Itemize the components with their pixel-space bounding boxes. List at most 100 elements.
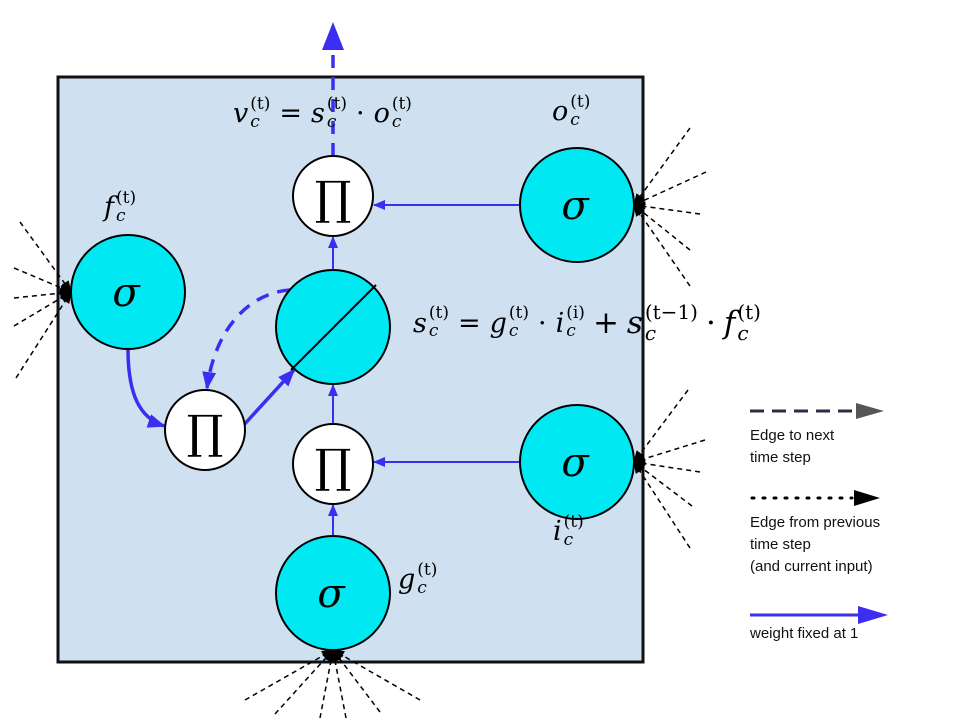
- math-term: s (t) c: [311, 94, 347, 132]
- output-gate-label: o (t) c: [552, 92, 591, 130]
- multiply-dot: ·: [538, 307, 547, 339]
- term-sup: (t): [326, 94, 347, 114]
- input-node-sigma: σ: [317, 571, 346, 617]
- internal-state-diagonal: [290, 284, 377, 371]
- incoming-edge: [633, 204, 691, 287]
- legend-line: weight fixed at 1: [750, 625, 859, 642]
- incoming-edge: [633, 127, 691, 206]
- forget-gate-circle: [70, 234, 186, 350]
- term-sup: (t): [417, 560, 438, 580]
- output-gate-incoming-edges: [633, 127, 707, 287]
- term-base: i: [553, 516, 562, 548]
- incoming-edge: [633, 171, 707, 206]
- term-sup: (t): [570, 92, 591, 112]
- term-scripts: (t) c: [563, 512, 584, 550]
- term-sub: c: [428, 321, 439, 341]
- term-base: s: [626, 304, 643, 341]
- term-base: s: [311, 98, 325, 130]
- term-sub: c: [563, 529, 574, 550]
- input-product-circle: [292, 423, 374, 505]
- input-product-symbol: ∏: [315, 439, 352, 493]
- term-sub: c: [737, 321, 749, 345]
- math-term: v (t) c: [233, 95, 270, 132]
- term-sup: (t): [737, 300, 761, 324]
- incoming-edge: [15, 291, 72, 379]
- internal-edges: [126, 50, 520, 536]
- term-sup: (t): [428, 303, 449, 324]
- math-term: i (t) c: [553, 512, 584, 550]
- input-gate-sigma: σ: [561, 440, 590, 486]
- term-base: i: [555, 307, 565, 339]
- multiply-dot: ·: [705, 304, 716, 341]
- term-scripts: (t) c: [508, 304, 529, 341]
- term-sub: c: [326, 111, 337, 132]
- output-gate-sigma: σ: [561, 183, 590, 229]
- term-sup: (t): [391, 94, 412, 114]
- math-term: o (t) c: [373, 94, 412, 132]
- incoming-edge: [633, 204, 691, 251]
- incoming-edge: [332, 649, 381, 713]
- incoming-edge: [633, 461, 691, 549]
- term-base: o: [552, 96, 569, 128]
- term-sub: c: [250, 111, 260, 132]
- input-node-incoming-edges: [244, 649, 421, 719]
- state-equation: s (t) c = g (t) c · i (i) c + s (t−1) c …: [413, 302, 761, 344]
- term-sub: c: [417, 577, 427, 598]
- math-term: g (t) c: [398, 560, 438, 598]
- incoming-edge: [13, 267, 72, 293]
- term-sup: (t): [563, 512, 584, 532]
- incoming-edge: [332, 649, 421, 701]
- input-gate-circle: [519, 404, 635, 520]
- term-sup: (i): [566, 303, 585, 324]
- legend-line: Edge to next: [750, 427, 835, 444]
- term-scripts: (i) c: [566, 303, 585, 341]
- term-base: v: [233, 98, 249, 130]
- term-sub: c: [566, 321, 576, 341]
- incoming-edge: [633, 389, 689, 463]
- term-scripts: (t) c: [250, 95, 270, 132]
- forget-gate-incoming-edges: [13, 221, 72, 379]
- equals-sign: =: [457, 307, 481, 339]
- math-term: i (i) c: [555, 303, 585, 341]
- input-node-label: g (t) c: [398, 560, 438, 598]
- term-sup: (t): [116, 188, 137, 208]
- output-product-symbol: ∏: [315, 171, 352, 225]
- input-gate-incoming-edges: [633, 389, 706, 549]
- term-base: g: [489, 307, 507, 339]
- legend-line: time step: [750, 449, 811, 466]
- state-equation-recurrent-part: + s (t−1) c · f (t) c: [585, 302, 761, 344]
- incoming-edge: [244, 649, 334, 701]
- math-term: f (t) c: [104, 188, 137, 226]
- legend-item-next-step: Edge to next time step: [750, 425, 834, 469]
- legend-solid-arrow-icon: [750, 606, 888, 624]
- forget-gate-sigma: σ: [112, 270, 141, 316]
- term-sub: c: [508, 321, 519, 341]
- legend-item-fixed-weight: weight fixed at 1: [750, 623, 858, 645]
- legend-dashed-arrow-icon: [750, 403, 884, 419]
- legend-line: time step: [750, 536, 811, 553]
- output-arrowhead: [322, 22, 344, 50]
- term-sub: c: [116, 205, 126, 226]
- term-sup: (t−1): [644, 300, 698, 324]
- math-term: s (t) c: [413, 303, 449, 341]
- legend-item-previous-step: Edge from previous time step (and curren…: [750, 512, 880, 578]
- output-equation: v (t) c = s (t) c · o (t) c: [233, 94, 412, 132]
- forget-product-circle: [164, 389, 246, 471]
- term-scripts: (t) c: [116, 188, 137, 226]
- edge-state-recurrent-dashed: [202, 288, 291, 390]
- equals-sign: =: [279, 98, 302, 130]
- term-scripts: (t) c: [428, 303, 449, 341]
- term-base: o: [373, 98, 390, 130]
- math-term: s (t−1) c: [627, 302, 698, 344]
- term-base: f: [104, 192, 114, 224]
- plus-sign: +: [592, 304, 619, 341]
- legend-dotted-arrow-icon: [750, 490, 880, 506]
- term-scripts: (t) c: [737, 302, 761, 344]
- term-scripts: (t) c: [391, 94, 412, 132]
- math-term: o (t) c: [552, 92, 591, 130]
- term-base: g: [398, 564, 416, 596]
- edge-forget-product-to-state: [239, 368, 296, 430]
- incoming-edge: [19, 221, 72, 293]
